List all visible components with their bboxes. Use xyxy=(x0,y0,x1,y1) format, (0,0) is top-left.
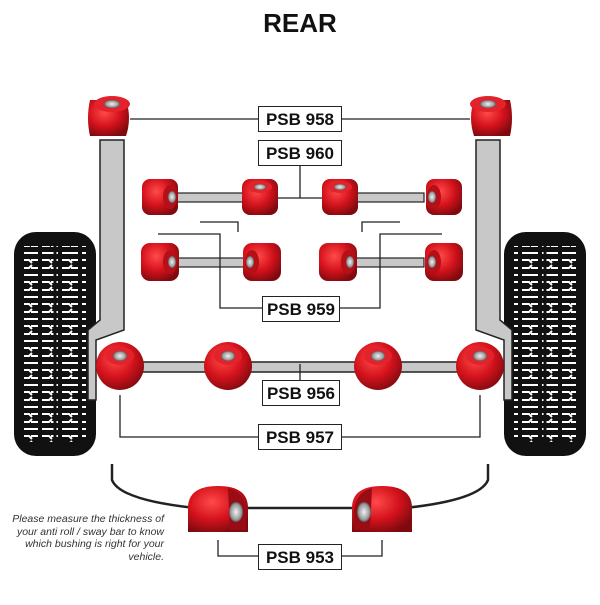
bushing-arm-upper-3 xyxy=(322,179,358,215)
bushing-psb957-right xyxy=(456,342,504,390)
bushing-psb956-right xyxy=(354,342,402,390)
sway-bar-note: Please measure the thickness of your ant… xyxy=(12,513,164,563)
bushing-arm-lower-1 xyxy=(141,243,179,281)
label-psb957: PSB 957 xyxy=(258,424,342,450)
bushing-psb958-left xyxy=(88,96,130,136)
bushing-arm-lower-3 xyxy=(319,243,357,281)
bushing-arm-lower-2 xyxy=(243,243,281,281)
bushing-psb953-right xyxy=(352,486,412,532)
diagram-title: REAR xyxy=(263,8,337,38)
label-psb958: PSB 958 xyxy=(258,106,342,132)
tyre-left xyxy=(14,232,96,456)
bushing-psb957-left xyxy=(96,342,144,390)
label-psb959: PSB 959 xyxy=(262,296,340,322)
tyre-right xyxy=(504,232,586,456)
label-psb953: PSB 953 xyxy=(258,544,342,570)
label-psb956: PSB 956 xyxy=(262,380,340,406)
leader-lines xyxy=(119,118,481,557)
control-arms xyxy=(175,192,425,268)
bushing-psb956-left xyxy=(204,342,252,390)
bushing-arm-upper-1 xyxy=(142,179,178,215)
bushing-arm-lower-4 xyxy=(425,243,463,281)
bushing-psb958-right xyxy=(470,96,512,136)
anti-roll-bar xyxy=(110,464,490,510)
bushing-arm-upper-4 xyxy=(426,179,462,215)
bushing-psb953-left xyxy=(188,486,248,532)
bushing-arm-upper-2 xyxy=(242,179,278,215)
label-psb960: PSB 960 xyxy=(258,140,342,166)
